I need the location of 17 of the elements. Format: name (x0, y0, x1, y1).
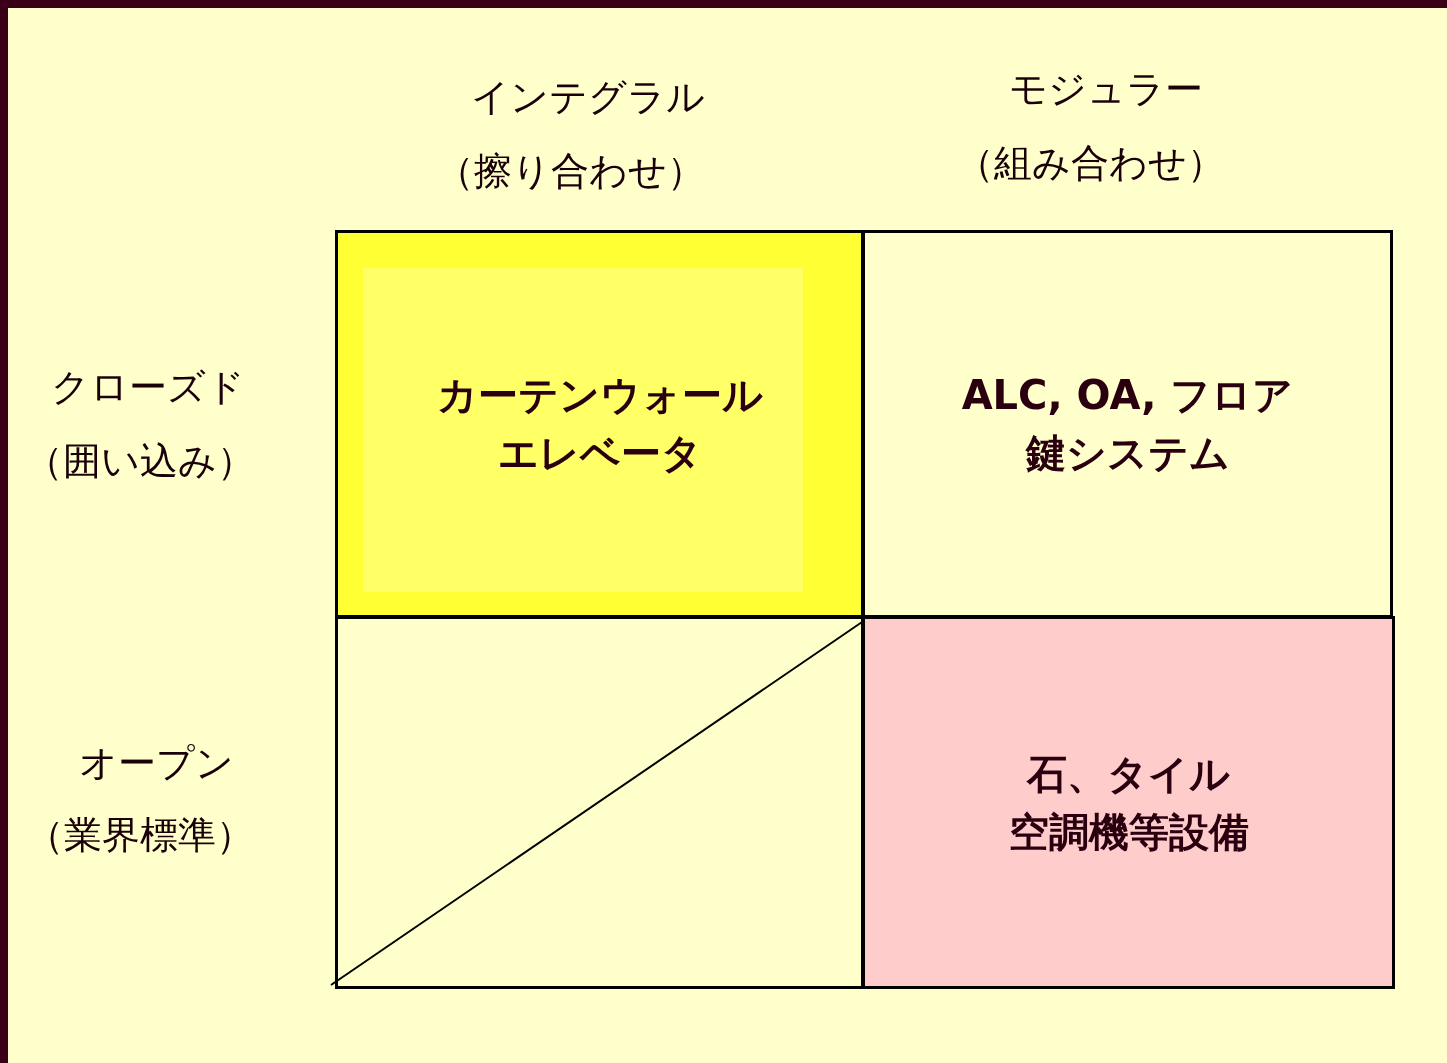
quadrant-cell (862, 616, 1395, 989)
column-subheading: （組み合わせ） (955, 140, 1225, 187)
column-heading: インテグラル (471, 74, 705, 121)
cell-text: 空調機等設備 (1008, 807, 1249, 857)
quadrant-cell (335, 230, 864, 618)
row-subheading: （囲い込み） (25, 438, 255, 485)
cell-text: カーテンウォール (436, 371, 763, 420)
cell-text: ALC, OA, フロア (961, 371, 1294, 420)
column-subheading: （擦り合わせ） (435, 148, 705, 195)
cell-text: 鍵システム (1025, 429, 1230, 478)
cell-text: 石、タイル (1027, 749, 1230, 799)
quadrant-cell (862, 230, 1393, 618)
row-heading: クローズド (51, 364, 245, 411)
cell-text: エレベータ (497, 429, 702, 478)
row-subheading: （業界標準） (26, 812, 254, 859)
row-heading: オープン (78, 740, 234, 787)
column-heading: モジュラー (1009, 66, 1203, 113)
